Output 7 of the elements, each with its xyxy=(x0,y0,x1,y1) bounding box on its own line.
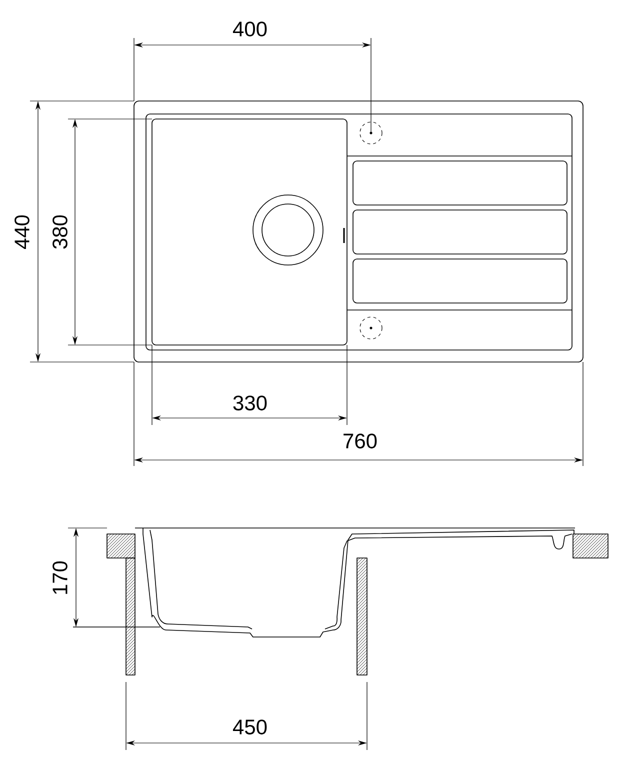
dimension-label: 170 xyxy=(52,561,68,594)
dimension-label: 380 xyxy=(52,215,68,249)
dimension-label: 450 xyxy=(232,720,267,734)
dimension-label: 330 xyxy=(233,396,267,410)
dimension-label: 400 xyxy=(232,22,267,36)
dimension-label: 440 xyxy=(14,215,30,250)
dimension-label: 760 xyxy=(344,434,377,448)
